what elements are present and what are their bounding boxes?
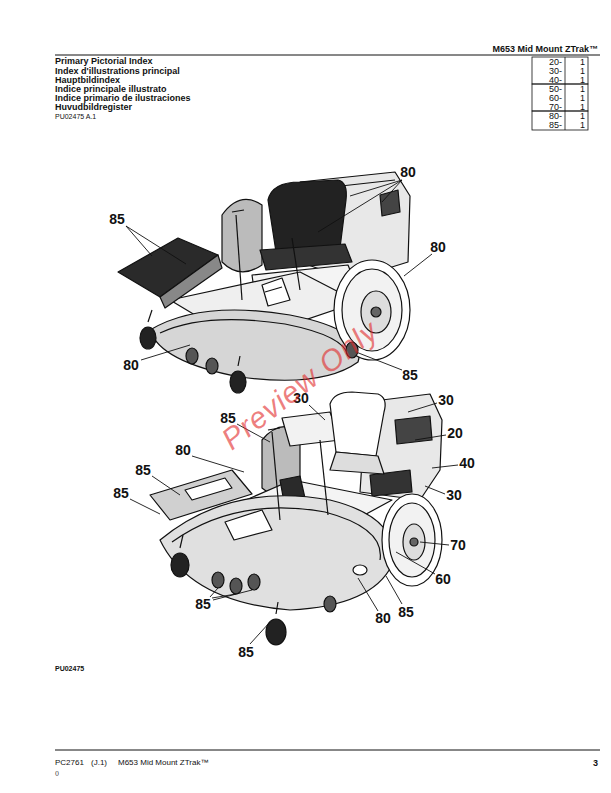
- callout-number: 80: [123, 358, 139, 372]
- callout-number: 85: [398, 605, 414, 619]
- callout-number: 40: [459, 456, 475, 470]
- callout-number: 85: [109, 212, 125, 226]
- figure-reference: PU02475 A.1: [55, 113, 96, 120]
- index-table-cell: 30-: [549, 67, 562, 76]
- index-table-cell: 1: [580, 121, 585, 130]
- lower-mower: [150, 392, 442, 645]
- footer-text: (): [55, 770, 59, 776]
- upper-mower: [118, 172, 410, 393]
- callout-number: 80: [175, 443, 191, 457]
- index-table-cell: 20-: [549, 58, 562, 67]
- index-table-cell: 1: [580, 76, 585, 85]
- index-table-cell: 80-: [549, 112, 562, 121]
- index-heading: Indice primario de ilustraciones: [55, 94, 191, 103]
- index-table-cell: 50-: [549, 85, 562, 94]
- index-heading: Hauptbildindex: [55, 76, 120, 85]
- footer-text: M653 Mid Mount ZTrak™: [118, 759, 208, 767]
- leader-lines: [126, 180, 458, 644]
- figure-reference: PU02475: [55, 665, 84, 672]
- callout-number: 60: [435, 572, 451, 586]
- index-table-cell: 1: [580, 112, 585, 121]
- callout-number: 70: [450, 538, 466, 552]
- callout-number: 85: [238, 645, 254, 659]
- footer-text: PC2761: [55, 759, 84, 767]
- index-table-cell: 1: [580, 103, 585, 112]
- index-heading: Huvudbildregister: [55, 103, 132, 112]
- index-table-cell: 60-: [549, 94, 562, 103]
- index-table-cell: 1: [580, 67, 585, 76]
- page-header: M653 Mid Mount ZTrak™: [492, 45, 598, 54]
- index-table-cell: 70-: [549, 103, 562, 112]
- callout-number: 80: [400, 165, 416, 179]
- callout-number: 30: [438, 393, 454, 407]
- index-table-cell: 1: [580, 85, 585, 94]
- callout-number: 85: [135, 463, 151, 477]
- index-table-cell: 85-: [549, 121, 562, 130]
- callout-number: 20: [447, 426, 463, 440]
- callout-number: 85: [113, 486, 129, 500]
- index-heading: Index d'illustrations principal: [55, 67, 180, 76]
- index-heading: Indice principale illustrato: [55, 85, 167, 94]
- index-table-cell: 1: [580, 58, 585, 67]
- page-title: Primary Pictorial Index: [55, 57, 153, 66]
- index-table-cell: 1: [580, 94, 585, 103]
- callout-number: 80: [375, 611, 391, 625]
- footer-text: (J.1): [91, 759, 107, 767]
- callout-number: 80: [430, 240, 446, 254]
- index-table-grid: [532, 57, 588, 130]
- callout-number: 85: [402, 368, 418, 382]
- index-table-cell: 40-: [549, 76, 562, 85]
- callout-number: 85: [195, 597, 211, 611]
- callout-number: 30: [446, 488, 462, 502]
- page-number: 3: [593, 759, 598, 768]
- page-rules: [55, 55, 600, 750]
